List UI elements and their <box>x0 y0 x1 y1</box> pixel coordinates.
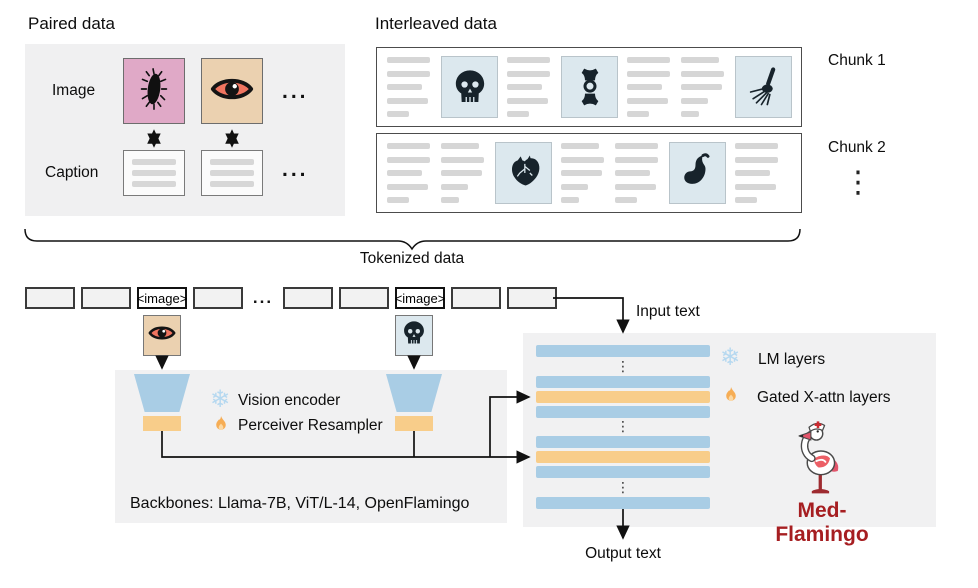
chunk-1-label: Chunk 1 <box>828 52 886 69</box>
chunk-2-label: Chunk 2 <box>828 139 886 156</box>
text-token <box>451 287 501 309</box>
stomach-icon <box>669 142 726 204</box>
text-token <box>193 287 243 309</box>
text-snippet <box>735 143 780 203</box>
perceiver-resampler-label: Perceiver Resampler <box>238 417 383 434</box>
eye-token-image <box>143 315 181 356</box>
paired-image-ellipsis: ... <box>282 80 309 103</box>
image-token: <image> <box>137 287 187 309</box>
input-text-label: Input text <box>636 303 700 320</box>
lm-layer-bar <box>536 436 710 449</box>
gated-xattn-label: Gated X-attn layers <box>757 389 891 406</box>
skull-icon <box>441 56 498 118</box>
eye-icon <box>206 67 258 116</box>
caption-box <box>201 150 263 196</box>
skull-icon <box>400 319 428 352</box>
bacteria-image <box>123 58 185 124</box>
text-snippet <box>387 143 432 203</box>
lm-layer-stack: ⋮ ⋮ ⋮ <box>536 345 710 509</box>
output-text-label: Output text <box>585 545 661 562</box>
eye-icon <box>148 319 176 352</box>
text-snippet <box>561 143 606 203</box>
text-snippet <box>441 143 486 203</box>
image-row-label: Image <box>52 82 96 99</box>
stack-ellipsis: ⋮ <box>616 418 630 435</box>
gated-xattn-layer-bar <box>536 390 710 403</box>
text-snippet <box>387 57 432 117</box>
eye-image <box>201 58 263 124</box>
token-ellipsis: ... <box>252 288 274 307</box>
snowflake-icon: ❄ <box>209 386 231 413</box>
more-chunks-indicator: ⋮ <box>843 166 873 199</box>
caption-row-label: Caption <box>45 164 99 181</box>
gated-xattn-layer-bar <box>536 451 710 464</box>
vision-encoder-left <box>134 374 190 412</box>
text-snippet <box>507 57 552 117</box>
snowflake-icon: ❄ <box>719 344 741 371</box>
stack-ellipsis: ⋮ <box>616 357 630 374</box>
text-token <box>283 287 333 309</box>
med-flamingo-wordmark: Med-Flamingo <box>775 499 869 546</box>
lm-layers-label: LM layers <box>758 351 826 368</box>
skull-token-image <box>395 315 433 356</box>
text-snippet <box>627 57 672 117</box>
perceiver-resampler-right <box>395 416 433 431</box>
tokenized-data-label: Tokenized data <box>359 250 465 267</box>
paired-data-box <box>25 44 345 216</box>
med-flamingo-mascot <box>782 420 858 507</box>
vision-encoder-label: Vision encoder <box>238 392 341 409</box>
flame-icon <box>719 384 743 408</box>
text-snippet <box>681 57 726 117</box>
vision-encoder-right <box>386 374 442 412</box>
text-token <box>339 287 389 309</box>
text-token <box>507 287 557 309</box>
chunk-2-box <box>376 133 802 213</box>
lm-layer-bar <box>536 405 710 418</box>
input-text-arrow <box>553 297 630 334</box>
perceiver-resampler-left <box>143 416 181 431</box>
caption-box <box>123 150 185 196</box>
brace <box>24 228 801 251</box>
bacteria-icon <box>131 64 177 119</box>
joint-icon <box>561 56 618 118</box>
chunk-1-box <box>376 47 802 127</box>
lm-layer-bar <box>536 345 710 357</box>
stack-ellipsis: ⋮ <box>616 479 630 496</box>
text-token <box>81 287 131 309</box>
paired-data-title: Paired data <box>28 14 115 33</box>
heart-icon <box>495 142 552 204</box>
hand-icon <box>735 56 792 118</box>
lm-layer-bar <box>536 466 710 479</box>
paired-caption-ellipsis: ... <box>282 158 309 181</box>
token-sequence: <image>... <image> <box>25 287 563 309</box>
text-token <box>25 287 75 309</box>
backbones-label: Backbones: Llama-7B, ViT/L-14, OpenFlami… <box>130 495 470 512</box>
image-token: <image> <box>395 287 445 309</box>
lm-layer-bar <box>536 375 710 388</box>
lm-panel <box>523 333 936 527</box>
flame-icon <box>209 413 233 437</box>
text-snippet <box>615 143 660 203</box>
lm-layer-bar <box>536 496 710 509</box>
interleaved-data-title: Interleaved data <box>375 14 497 33</box>
